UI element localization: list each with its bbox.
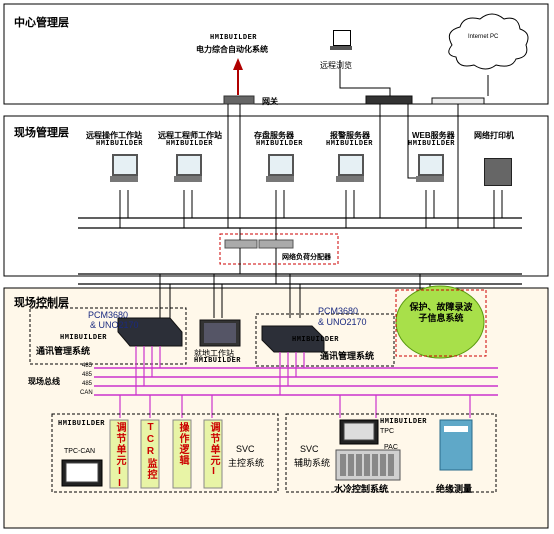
station-1-brand: HMIBUILDER [96,140,144,148]
svc-aux-box [285,413,497,493]
protection-label: 保护、故障录波子信息系统 [409,302,473,323]
unit-bar-3 [172,419,192,489]
uplink-arrow-head [233,58,243,70]
svc-aux-label-1: SVC [300,444,319,454]
station-1-title: 远程操作工作站 [86,131,142,140]
station-base-1 [110,176,138,182]
bus-line-1: 485 [82,363,93,369]
svc-aux-label-2: 辅助系统 [294,458,331,468]
tpc-screen [343,422,375,441]
station-monitor-1 [112,154,138,176]
svc-main-box [51,413,279,493]
site-mgmt-layer-title: 现场管理层 [14,127,69,139]
unit-bar-2 [140,419,160,489]
svc-aux-brand: HMIBUILDER [380,418,428,426]
pcm-left-brand: HMIBUILDER [60,334,108,342]
remote-link [339,60,391,96]
station-monitor-3 [268,154,294,176]
station-monitor-2 [176,154,202,176]
pcm-left-model2: & UNO2170 [90,320,139,330]
unit-1-label: 调节单元II [114,422,125,490]
pcm-right-system: 通讯管理系统 [320,351,375,361]
station-monitor-4 [338,154,364,176]
router-device [365,95,413,105]
pcm-right-brand: HMIBUILDER [292,336,340,344]
station-drops [119,190,503,228]
fieldbus-label: 现场总线 [28,377,60,386]
local-ws-label: 就地工作站 [194,349,234,358]
unit-2-label: TCR监控 [145,422,156,480]
center-brand: HMIBUILDER [210,34,258,42]
bus-line-can: CAN [80,390,93,396]
station-base-3 [266,176,294,182]
gateway-device [223,95,255,105]
insulation-label [444,426,468,432]
unit-bar-1 [109,419,129,489]
station-2-title: 远程工程师工作站 [158,131,222,140]
station-5-brand: HMIBUILDER [408,140,456,148]
station-2-brand: HMIBUILDER [166,140,214,148]
pcm-left-device [117,317,183,347]
lb-device-1 [224,239,258,249]
pcm-bus-drops [119,346,471,418]
pac-modules [340,454,394,476]
unit-4-label: 调节单元I [208,422,219,478]
water-cooling-label: 水冷控制系统 [334,484,389,494]
station-base-2 [174,176,202,182]
pac-label: PAC [384,444,398,451]
pcm-right-device [261,325,325,353]
remote-pc-base [330,46,352,50]
firewall-device [431,97,485,105]
station-4-title: 报警服务器 [330,131,370,140]
insulation-measure-label: 绝缘测量 [436,484,473,494]
station-4-brand: HMIBUILDER [326,140,374,148]
load-balancer-box [219,233,339,265]
internet-cloud [448,13,529,70]
remote-browse-label: 远程浏览 [320,61,352,70]
protection-box [395,289,487,357]
site-ctrl-layer-title: 现场控制层 [14,297,69,309]
lb-device-2 [258,239,294,249]
unit-bar-4 [203,419,223,489]
local-ws-brand: HMIBUILDER [194,357,242,365]
pcm-right-model: PCM3680 [318,306,359,316]
printer-label: 网络打印机 [474,131,514,140]
station-3-brand: HMIBUILDER [256,140,304,148]
pcm-left-model: PCM3680 [88,310,129,320]
ctrl-drops [159,274,431,318]
station-monitor-5 [418,154,444,176]
center-layer-title: 中心管理层 [14,17,69,29]
station-5-title: WEB服务器 [412,131,455,140]
station-base-5 [416,176,444,182]
remote-pc-icon [333,30,351,46]
pcm-right-model2: & UNO2170 [318,317,367,327]
svc-main-label-2: 主控系统 [228,458,265,468]
station-3-title: 存盘服务器 [254,131,294,140]
pcm-left-system: 通讯管理系统 [36,346,91,356]
gateway-label: 网关 [262,97,278,106]
bus-line-2: 485 [82,372,93,378]
tpc-can-screen [65,462,99,483]
station-base-4 [336,176,364,182]
local-ws-screen [204,323,236,343]
tpc-label: TPC [380,428,394,435]
svc-main-brand: HMIBUILDER [58,420,106,428]
tpc-can-label: TPC-CAN [64,448,96,455]
unit-3-label: 操作逻辑 [177,422,188,466]
internet-label: Internet PC [468,34,499,40]
center-system-label: 电力综合自动化系统 [196,45,268,54]
bus-line-3: 485 [82,381,93,387]
pcm-left-box [29,307,187,365]
svc-main-label-1: SVC [236,444,255,454]
load-balancer-label: 网络负荷分配器 [282,254,331,261]
printer-icon [484,158,512,186]
